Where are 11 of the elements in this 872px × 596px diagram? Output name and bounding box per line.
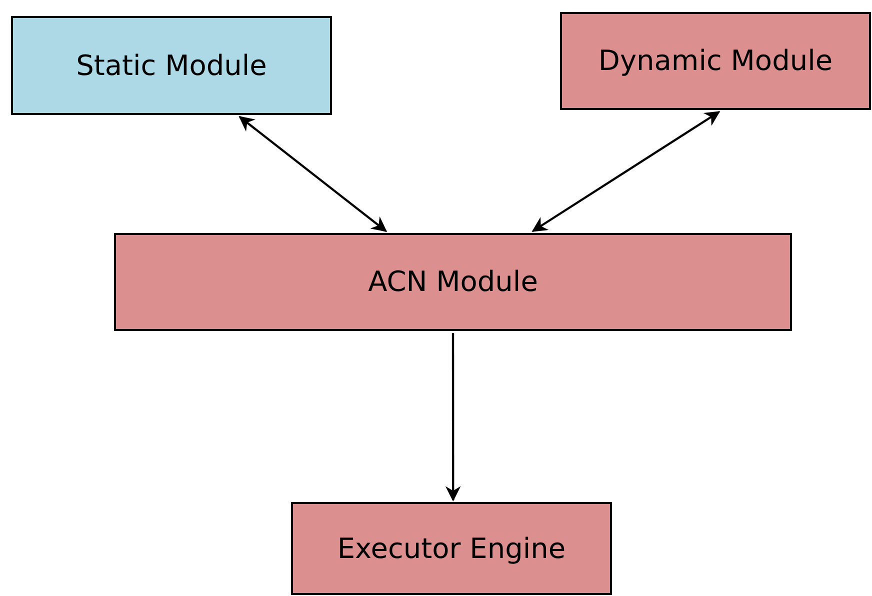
arrow xyxy=(238,116,388,232)
module-box xyxy=(560,12,871,110)
module-label: Dynamic Module xyxy=(598,43,833,79)
module-label: Static Module xyxy=(76,48,267,84)
module-box xyxy=(114,233,792,331)
module-box xyxy=(11,16,332,115)
module-label: ACN Module xyxy=(368,264,538,300)
module-box xyxy=(291,502,612,595)
arrow xyxy=(445,333,461,502)
module-label: Executor Engine xyxy=(337,530,566,566)
arrow xyxy=(532,111,720,232)
